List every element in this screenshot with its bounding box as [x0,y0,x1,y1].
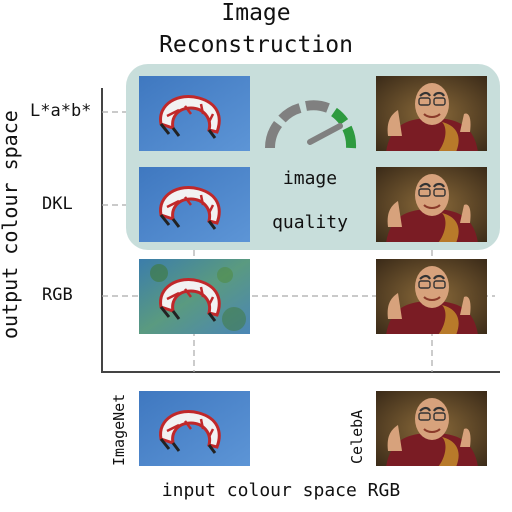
title-line1: Image [221,0,291,26]
thumb-celeba-rgb [376,259,487,334]
dataset-label-imagenet: ImageNet [110,393,128,466]
title-line2: Reconstruction [159,32,353,58]
thumb-celeba-lab [376,76,487,151]
thumb-celeba-input [376,391,487,466]
x-axis-label: input colour space RGB [161,480,401,501]
dataset-label-celeba: CelebA [348,409,366,464]
y-axis-label: output colour space [0,110,22,339]
row-label-rgb: RGB [42,285,73,305]
thumb-imagenet-input [139,391,250,466]
thumb-imagenet-dkl [139,167,250,242]
row-label-lab: L*a*b* [30,101,92,121]
thumb-celeba-dkl [376,167,487,242]
row-label-dkl: DKL [42,194,73,214]
thumb-imagenet-rgb [139,259,250,334]
thumb-imagenet-lab [139,76,250,151]
panel-label-line2: quality [272,212,348,233]
gauge-icon [265,100,357,149]
panel-label-line1: image [282,168,338,189]
